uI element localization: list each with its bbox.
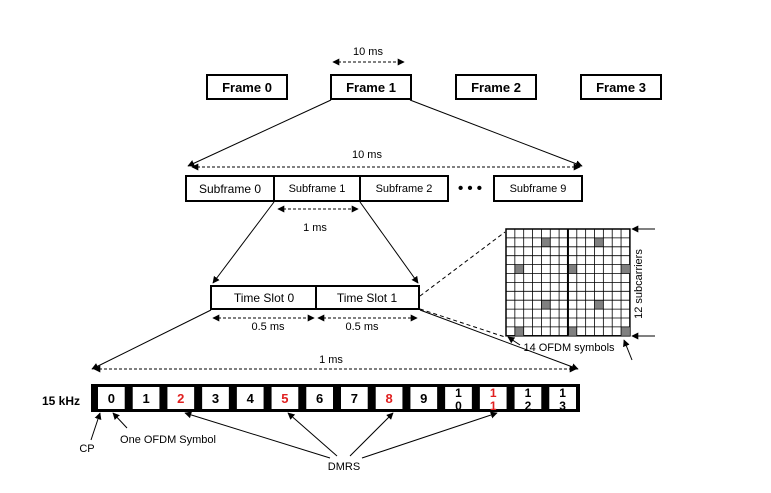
subframe-row: 10 ms Subframe 0 Subframe 1 Subframe 2 •… bbox=[185, 149, 583, 234]
ofdm-symbol-label-bottom: 2 bbox=[525, 399, 532, 413]
subframe-duration-label: 1 ms bbox=[303, 222, 327, 234]
subframe-2-box bbox=[359, 175, 449, 202]
ofdm-symbol-label: 4 bbox=[247, 391, 255, 406]
grid-dmrs-cell bbox=[514, 326, 524, 336]
frame-1-label: Frame 1 bbox=[346, 80, 396, 95]
slot-1-label: Time Slot 1 bbox=[337, 291, 398, 305]
slot-0-duration-label: 0.5 ms bbox=[251, 321, 285, 333]
symbols-left-arrow bbox=[507, 336, 521, 346]
grid-dmrs-cell bbox=[541, 300, 551, 310]
ofdm-symbol-12 bbox=[514, 387, 542, 409]
frame-duration-label: 10 ms bbox=[353, 46, 383, 58]
dmrs-label: DMRS bbox=[328, 461, 360, 473]
symbol-zoom-line-left bbox=[91, 309, 212, 370]
ofdm-symbol-4 bbox=[236, 387, 264, 409]
ofdm-symbol-7 bbox=[341, 387, 368, 409]
ofdm-symbols-label: 14 OFDM symbols bbox=[523, 342, 615, 354]
ofdm-symbol-label: 1 bbox=[142, 391, 149, 406]
ofdm-symbol-label: 8 bbox=[385, 391, 392, 406]
frame-2-box bbox=[455, 74, 537, 100]
cp-arrow bbox=[90, 412, 102, 441]
grid-zoom-line-top bbox=[419, 231, 506, 297]
grid-zoom-line-bottom bbox=[419, 308, 506, 338]
subframe-zoom-line-right bbox=[359, 201, 419, 284]
ofdm-symbol-3 bbox=[202, 387, 229, 409]
ofdm-symbol-8 bbox=[375, 387, 403, 409]
ofdm-symbol-0 bbox=[98, 387, 125, 409]
slot-1-box bbox=[315, 285, 420, 310]
grid-dmrs-cell bbox=[621, 326, 630, 336]
ofdm-symbol-label: 0 bbox=[108, 391, 115, 406]
dmrs-arrow-8 bbox=[349, 412, 394, 457]
subframe-9-label: Subframe 9 bbox=[510, 183, 567, 195]
subcarrier-spacing-label: 15 kHz bbox=[42, 394, 80, 408]
ofdm-symbol-10 bbox=[445, 387, 472, 409]
ofdm-symbol-label-bottom: 3 bbox=[559, 399, 566, 413]
ofdm-symbol-11 bbox=[479, 387, 507, 409]
ofdm-symbol-1 bbox=[132, 387, 160, 409]
slot-0-label: Time Slot 0 bbox=[234, 291, 295, 305]
dmrs-arrow-5 bbox=[287, 412, 338, 457]
symbol-row-background bbox=[91, 384, 580, 412]
frame-2-label: Frame 2 bbox=[471, 80, 521, 95]
frame-3-label: Frame 3 bbox=[596, 80, 646, 95]
frame-zoom-line-right bbox=[409, 99, 583, 168]
ofdm-symbol-label: 2 bbox=[177, 391, 184, 406]
subframe-0-label: Subframe 0 bbox=[199, 182, 261, 196]
ofdm-symbol-label-bottom: 1 bbox=[490, 399, 497, 413]
subframe-1-box bbox=[273, 175, 361, 202]
subframe-9-box bbox=[493, 175, 583, 202]
ofdm-symbol-label-top: 1 bbox=[455, 386, 462, 400]
ofdm-symbol-9 bbox=[410, 387, 438, 409]
ofdm-symbol-label: 6 bbox=[316, 391, 323, 406]
subframe-1-label: Subframe 1 bbox=[289, 183, 346, 195]
grid-dmrs-cell bbox=[514, 264, 524, 274]
ofdm-symbol-5 bbox=[271, 387, 299, 409]
slot-1-duration-label: 0.5 ms bbox=[345, 321, 379, 333]
dmrs-arrow-11 bbox=[361, 411, 498, 459]
frame-0-label: Frame 0 bbox=[222, 80, 272, 95]
ofdm-symbol-label: 5 bbox=[281, 391, 288, 406]
frame-zoom-line-left bbox=[187, 99, 332, 167]
ofdm-symbol-label-top: 1 bbox=[559, 386, 566, 400]
subframe-total-duration-label: 10 ms bbox=[352, 149, 382, 161]
frame-row: 10 ms Frame 0 Frame 1 Frame 2 Frame 3 bbox=[206, 46, 662, 100]
grid-dmrs-cell bbox=[567, 264, 577, 274]
grid-dmrs-cell bbox=[594, 237, 604, 247]
grid-dmrs-cell bbox=[621, 264, 630, 274]
cp-label: CP bbox=[79, 443, 94, 455]
symbol-zoom-line-right bbox=[419, 309, 579, 371]
symbols-right-arrow bbox=[623, 339, 633, 361]
resource-grid bbox=[505, 228, 631, 337]
subframe-zoom-line-left bbox=[212, 201, 275, 284]
slot-row: Time Slot 0 Time Slot 1 0.5 ms 0.5 ms bbox=[210, 285, 420, 333]
ofdm-symbol-13 bbox=[549, 387, 576, 409]
dmrs-arrow-2 bbox=[184, 411, 331, 459]
frame-0-box bbox=[206, 74, 288, 100]
ofdm-symbol-label-bottom: 0 bbox=[455, 399, 462, 413]
ofdm-symbol-label-top: 1 bbox=[490, 386, 497, 400]
subframe-ellipsis: • • • bbox=[458, 180, 482, 197]
grid-dmrs-cell bbox=[541, 237, 551, 247]
frame-1-box bbox=[330, 74, 412, 100]
subframe-2-label: Subframe 2 bbox=[376, 183, 433, 195]
symbol-total-duration-label: 1 ms bbox=[319, 354, 343, 366]
one-symbol-label: One OFDM Symbol bbox=[120, 434, 216, 446]
one-symbol-arrow bbox=[112, 412, 128, 429]
ofdm-symbol-label: 9 bbox=[420, 391, 427, 406]
ofdm-symbol-label: 3 bbox=[212, 391, 219, 406]
frame-3-box bbox=[580, 74, 662, 100]
ofdm-symbol-label: 7 bbox=[351, 391, 358, 406]
ofdm-symbol-2 bbox=[167, 387, 195, 409]
ofdm-symbol-6 bbox=[306, 387, 333, 409]
grid-dmrs-cell bbox=[567, 326, 577, 336]
grid-dmrs-cell bbox=[594, 300, 604, 310]
ofdm-symbol-label-top: 1 bbox=[525, 386, 532, 400]
subcarriers-label: 12 subcarriers bbox=[633, 249, 645, 319]
